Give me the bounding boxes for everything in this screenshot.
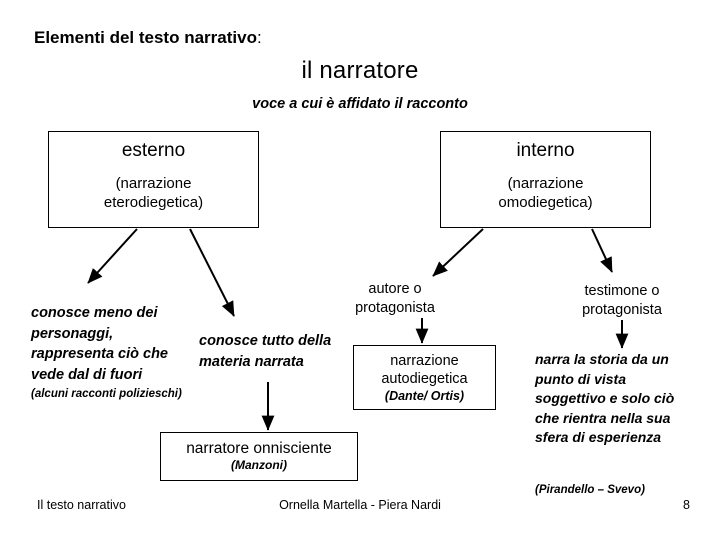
box-interno: interno (narrazione omodiegetica) bbox=[440, 131, 651, 228]
box-esterno-subtitle: (narrazione eterodiegetica) bbox=[49, 174, 258, 212]
page-title-text: Elementi del testo narrativo bbox=[34, 28, 257, 47]
label-autore-o-protagonista: autore o protagonista bbox=[355, 281, 435, 316]
note-pirandello-svevo: (Pirandello – Svevo) bbox=[535, 484, 645, 496]
footer-left-label: Il testo narrativo bbox=[37, 498, 126, 512]
box-autodiegetica-line2: autodiegetica bbox=[381, 371, 468, 387]
box-onnisciente-line1: narratore onnisciente bbox=[186, 440, 332, 457]
box-narrazione-autodiegetica: narrazione autodiegetica (Dante/ Ortis) bbox=[353, 345, 496, 410]
footer-center-label: Ornella Martella - Piera Nardi bbox=[279, 498, 441, 512]
text-testimone-body: narra la storia da un punto di vista sog… bbox=[535, 351, 675, 445]
box-autodiegetica-line1: narrazione bbox=[390, 353, 459, 369]
box-autodiegetica-note: (Dante/ Ortis) bbox=[384, 389, 465, 403]
box-esterno-subtitle-line2: eterodiegetica) bbox=[103, 194, 204, 211]
box-interno-subtitle-line2: omodiegetica) bbox=[498, 194, 593, 211]
page-title: Elementi del testo narrativo: bbox=[34, 28, 262, 48]
arrow-interno-to-autore bbox=[432, 228, 484, 277]
box-onnisciente-note: (Manzoni) bbox=[231, 458, 287, 472]
label-testimone-o-protagonista: testimone o protagonista bbox=[582, 283, 662, 318]
box-interno-title: interno bbox=[516, 140, 575, 161]
footer-page-number: 8 bbox=[683, 498, 690, 512]
box-esterno: esterno (narrazione eterodiegetica) bbox=[48, 131, 259, 228]
main-heading: il narratore bbox=[301, 57, 419, 84]
text-esterno-left: conosce meno dei personaggi, rappresenta… bbox=[31, 303, 191, 401]
arrow-interno-to-testimone bbox=[591, 228, 613, 273]
subtitle: voce a cui è affidato il racconto bbox=[252, 96, 468, 112]
text-esterno-left-note: (alcuni racconti polizieschi) bbox=[31, 388, 182, 400]
text-esterno-left-body: conosce meno dei personaggi, rappresenta… bbox=[31, 305, 168, 383]
box-interno-subtitle-line1: (narrazione bbox=[507, 175, 584, 192]
page-title-colon: : bbox=[256, 28, 262, 47]
box-interno-subtitle: (narrazione omodiegetica) bbox=[441, 174, 650, 212]
arrow-esterno-to-left-text bbox=[87, 228, 138, 284]
text-esterno-right: conosce tutto della materia narrata bbox=[199, 333, 332, 370]
arrow-esterno-to-right-text bbox=[189, 228, 235, 317]
box-esterno-subtitle-line1: (narrazione bbox=[115, 175, 192, 192]
box-esterno-title: esterno bbox=[121, 140, 186, 161]
box-narratore-onnisciente: narratore onnisciente (Manzoni) bbox=[160, 432, 358, 481]
